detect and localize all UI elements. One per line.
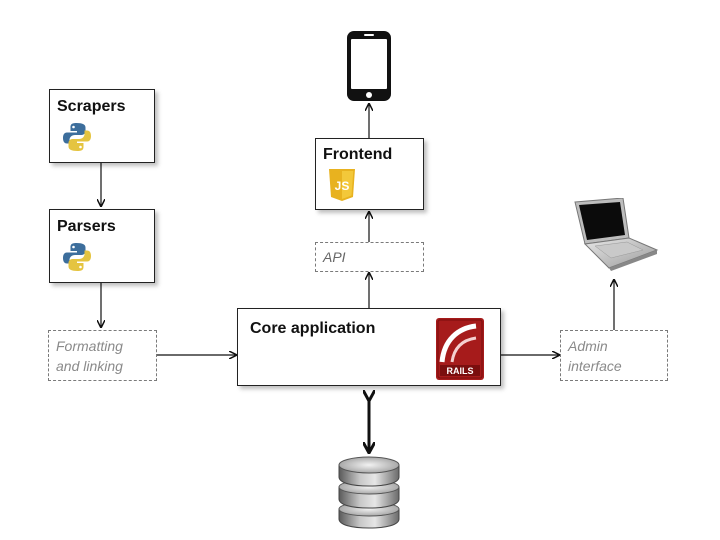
rails-logo-text: RAILS <box>447 366 474 376</box>
admin-label-line2: interface <box>568 358 622 374</box>
python-logo-icon <box>62 242 92 277</box>
api-box[interactable]: API <box>315 242 424 272</box>
admin-interface-box[interactable]: Admin interface <box>560 330 668 381</box>
smartphone-icon <box>346 30 392 107</box>
python-logo-icon <box>62 122 92 157</box>
core-application-title: Core application <box>250 320 376 337</box>
formatting-label-line2: and linking <box>56 358 123 374</box>
parsers-box[interactable]: Parsers <box>49 209 155 283</box>
frontend-box[interactable]: Frontend JS <box>315 138 424 210</box>
laptop-icon <box>573 197 659 277</box>
database-icon <box>336 455 402 534</box>
rails-logo-icon: RAILS <box>436 318 484 385</box>
admin-label-line1: Admin <box>568 338 608 354</box>
api-label: API <box>323 249 346 265</box>
formatting-label-line1: Formatting <box>56 338 123 354</box>
parsers-title: Parsers <box>57 218 116 235</box>
core-application-box[interactable]: Core application RAILS <box>237 308 501 386</box>
js-logo-text: JS <box>335 179 350 193</box>
formatting-linking-box[interactable]: Formatting and linking <box>48 330 157 381</box>
scrapers-title: Scrapers <box>57 98 126 115</box>
frontend-title: Frontend <box>323 146 393 163</box>
javascript-logo-icon: JS <box>328 169 356 206</box>
scrapers-box[interactable]: Scrapers <box>49 89 155 163</box>
